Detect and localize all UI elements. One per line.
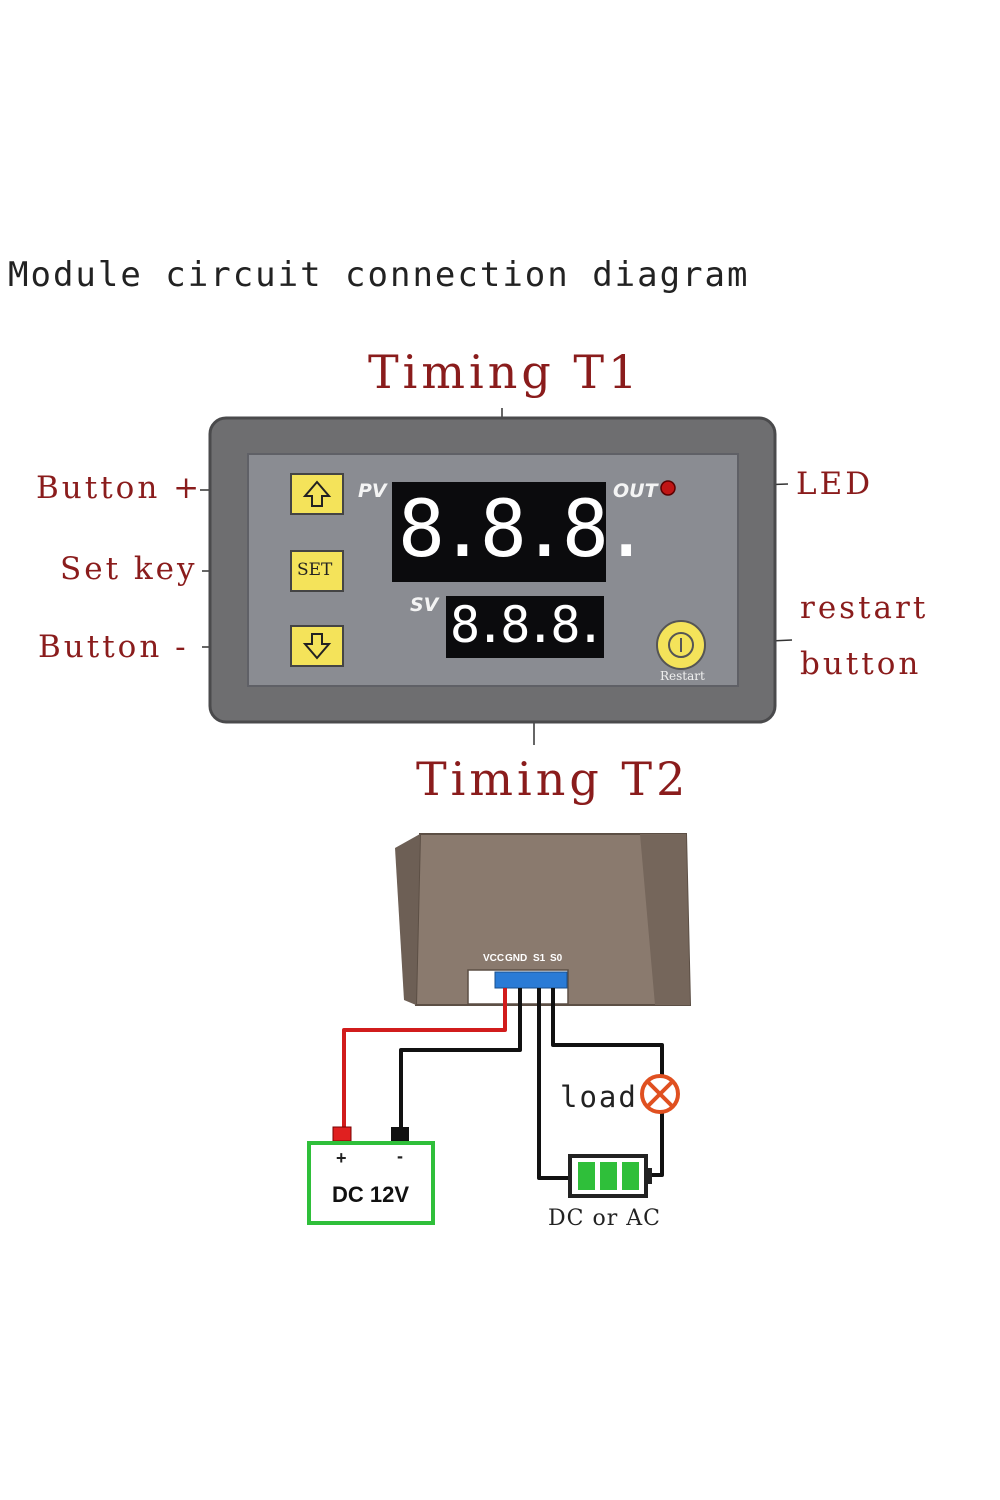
wire-s0 xyxy=(551,988,664,1075)
out-label: OUT xyxy=(613,480,658,502)
battery-cell-1 xyxy=(578,1162,595,1190)
supply-plus-terminal xyxy=(332,1126,352,1142)
restart-label: Restart xyxy=(660,669,705,683)
battery-tip xyxy=(646,1168,652,1184)
label-led: LED xyxy=(796,466,874,502)
dc-supply xyxy=(307,1126,435,1225)
supply-label: DC 12V xyxy=(332,1182,410,1207)
set-key-label: SET xyxy=(297,560,333,580)
label-restart-line1: restart xyxy=(800,590,929,626)
lamp-cross-b xyxy=(646,1080,674,1108)
button-plus xyxy=(290,473,344,515)
source-label: DC or AC xyxy=(548,1206,661,1231)
supply-minus-label: - xyxy=(397,1146,403,1166)
pv-label: PV xyxy=(358,480,387,502)
wire-load-return xyxy=(646,1112,664,1177)
out-led xyxy=(660,480,676,496)
pv-digits: 8.8.8. xyxy=(398,485,650,575)
wire-s1 xyxy=(537,988,570,1180)
controller-panel xyxy=(208,416,777,724)
terminal-block xyxy=(494,971,568,989)
arrow-up-icon xyxy=(302,480,332,507)
pin-s0: S0 xyxy=(550,953,563,964)
sv-display xyxy=(446,596,604,658)
pin-gnd: GND xyxy=(505,953,528,964)
load-lamp xyxy=(640,1074,680,1114)
button-minus xyxy=(290,625,344,667)
restart-button-ring xyxy=(668,632,694,658)
sv-label: SV xyxy=(410,594,439,616)
label-button-minus: Button - xyxy=(38,629,189,665)
arrow-down-icon xyxy=(302,633,332,660)
load-label: load xyxy=(560,1080,638,1114)
pv-display xyxy=(392,482,606,582)
pin-s1: S1 xyxy=(533,953,546,964)
label-timing-t1: Timing T1 xyxy=(368,345,642,399)
sv-digits: 8.8.8. xyxy=(450,596,606,654)
wire-vcc xyxy=(342,988,507,1130)
housing-side xyxy=(395,834,420,1005)
label-restart-line2: button xyxy=(800,646,922,682)
housing-right-edge xyxy=(640,834,690,1005)
battery-cell-3 xyxy=(622,1162,639,1190)
label-set-key: Set key xyxy=(60,551,198,587)
battery xyxy=(568,1154,652,1198)
supply-minus-terminal xyxy=(391,1127,409,1141)
wire-gnd xyxy=(399,988,522,1130)
set-key-button xyxy=(290,550,344,592)
module-housing xyxy=(395,833,692,1006)
pin-vcc: VCC xyxy=(483,953,505,964)
supply-box xyxy=(307,1141,435,1225)
supply-plus-label: + xyxy=(336,1148,347,1168)
diagram-title: Module circuit connection diagram xyxy=(8,255,750,295)
label-button-plus: Button + xyxy=(36,470,203,506)
battery-cell-2 xyxy=(600,1162,617,1190)
label-timing-t2: Timing T2 xyxy=(416,752,690,806)
